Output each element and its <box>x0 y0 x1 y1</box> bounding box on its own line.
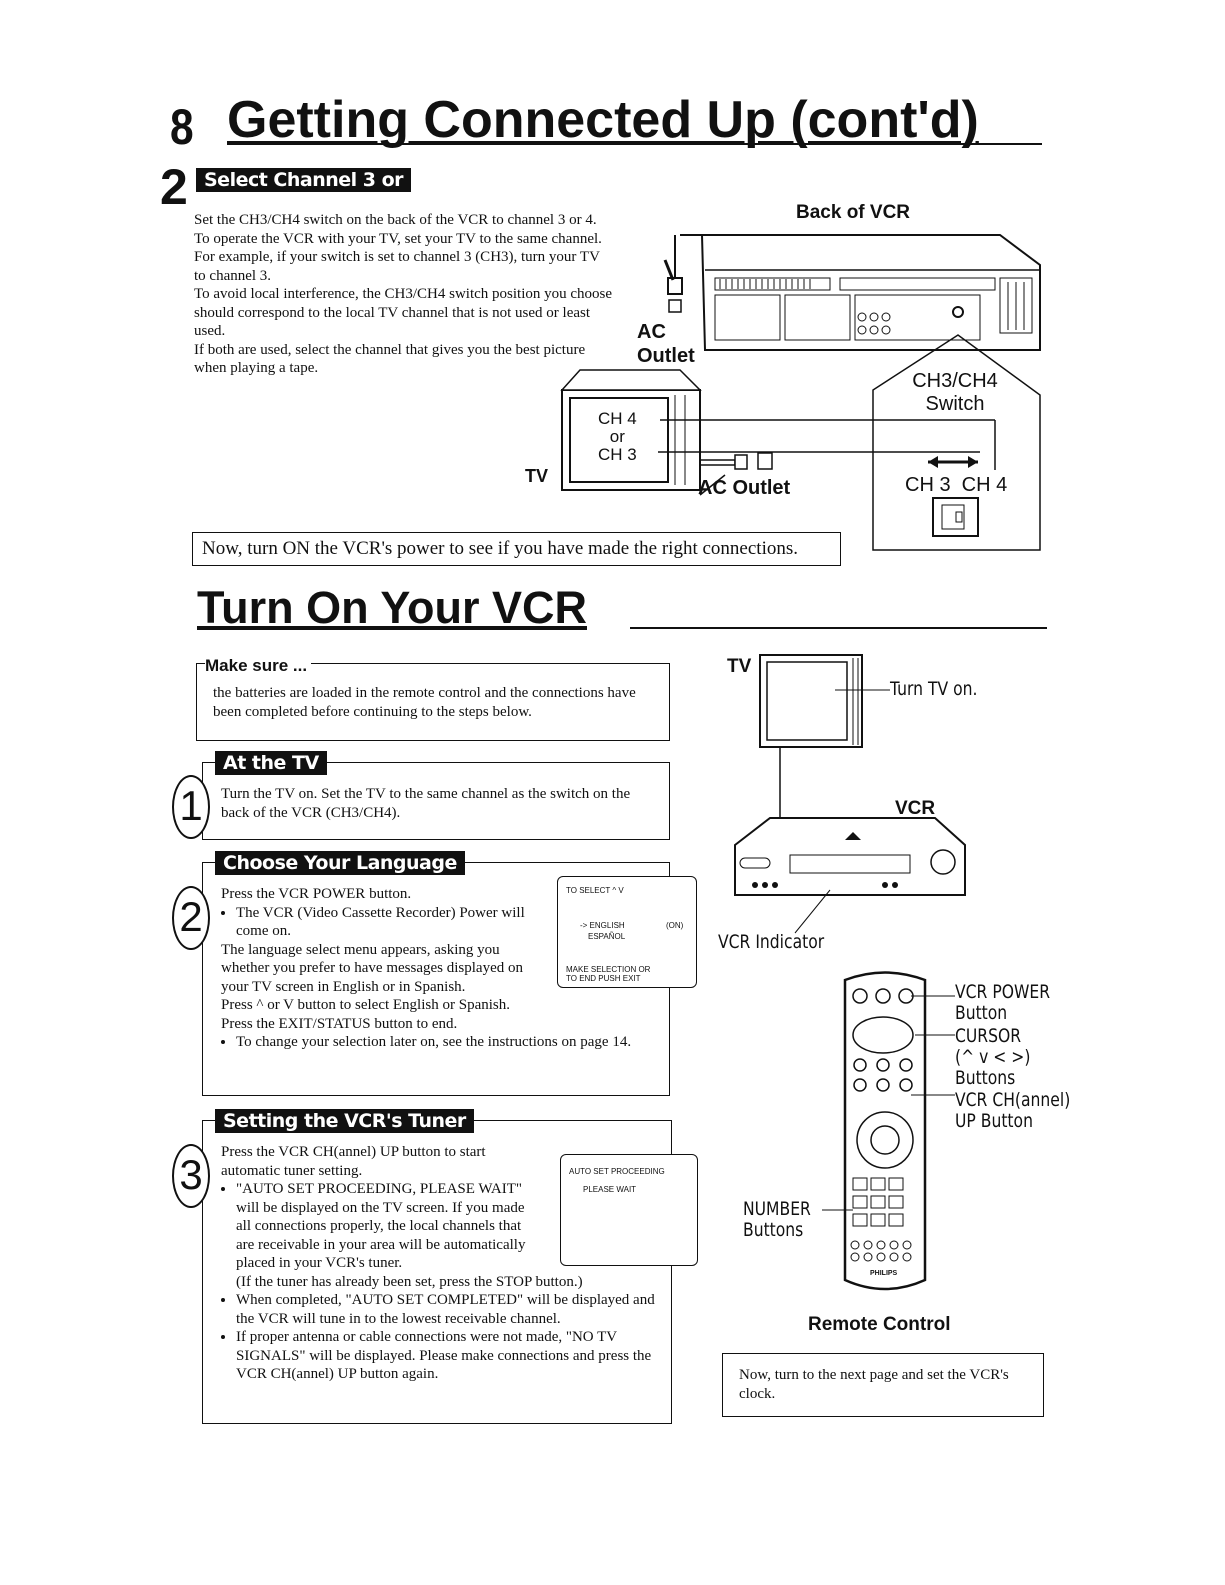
vcr-indicator-label: VCR Indicator <box>718 931 825 953</box>
language-line1: Press the VCR POWER button. <box>221 886 412 902</box>
language-bullet1: The VCR (Video Cassette Recorder) Power … <box>236 904 536 941</box>
vcr-power-line2: Button <box>955 1002 1008 1024</box>
remote-caption: Remote Control <box>808 1314 951 1335</box>
language-text: Press the VCR POWER button. The VCR (Vid… <box>221 885 661 1052</box>
step2-circle: 2 <box>172 886 210 950</box>
connection-diagram <box>560 234 1041 551</box>
switch-label: CH3/CH4 Switch <box>905 370 1005 416</box>
ch3-ch4-label: CH 3 CH 4 <box>905 474 1008 496</box>
or-label: or <box>609 427 625 446</box>
cursor-line3: Buttons <box>955 1067 1016 1089</box>
tuner-bullet1: "AUTO SET PROCEEDING, PLEASE WAIT" will … <box>236 1180 536 1273</box>
back-of-vcr-label: Back of VCR <box>796 202 911 223</box>
remote-illustration <box>843 971 927 1291</box>
page-title: Getting Connected Up (cont'd) <box>227 91 979 149</box>
step3-circle: 3 <box>172 1144 210 1208</box>
ch4-label: CH 4 <box>598 409 637 428</box>
step2-number: 2 <box>160 159 188 215</box>
tuner-line1: Press the VCR CH(annel) UP button to sta… <box>221 1144 486 1179</box>
number-line2: Buttons <box>743 1219 804 1241</box>
tuner-bullet3: If proper antenna or cable connections w… <box>236 1328 661 1384</box>
ac-outlet-bottom-label: AC Outlet <box>698 477 791 499</box>
tv-small-label: TV <box>727 656 752 677</box>
screen-auto-set: AUTO SET PROCEEDING <box>569 1167 665 1176</box>
vcr-power-line1: VCR POWER <box>955 981 1051 1003</box>
make-sure-text: the batteries are loaded in the remote c… <box>213 685 636 720</box>
cursor-line2: (^ v < >) <box>955 1046 1031 1068</box>
language-screen: TO SELECT ^ V -> ENGLISH (ON) ESPAÑOL MA… <box>557 876 697 988</box>
next-page-note: Now, turn to the next page and set the V… <box>722 1353 1044 1417</box>
screen-make-selection: MAKE SELECTION OR <box>566 965 651 974</box>
tv-label: TV <box>525 466 549 486</box>
number-line1: NUMBER <box>743 1198 811 1220</box>
screen-please-wait: PLEASE WAIT <box>583 1185 637 1194</box>
ch-up-line2: UP Button <box>955 1110 1033 1132</box>
at-tv-header: At the TV <box>215 751 327 775</box>
cursor-line1: CURSOR <box>955 1025 1022 1047</box>
screen-push-exit: TO END PUSH EXIT <box>566 974 641 983</box>
step2-paragraph: If both are used, select the channel tha… <box>194 341 586 377</box>
switch-title: CH3/CH4 <box>912 370 998 392</box>
ch-up-label: VCR CH(annel) UP Button <box>955 1090 1070 1132</box>
language-line2: The language select menu appears, asking… <box>221 941 523 995</box>
section-rule <box>630 627 1047 629</box>
make-sure-box: Make sure ... the batteries are loaded i… <box>196 656 670 741</box>
tuner-text: Press the VCR CH(annel) UP button to sta… <box>221 1143 661 1384</box>
outlet-label: Outlet <box>637 345 695 367</box>
title-rule <box>227 143 1042 145</box>
screen-espanol: ESPAÑOL <box>588 932 626 941</box>
language-header: Choose Your Language <box>215 851 465 875</box>
cursor-label: CURSOR (^ v < >) Buttons <box>955 1026 1030 1089</box>
make-sure-title: Make sure ... <box>205 656 312 676</box>
brand-logo: PHILIPS <box>870 1270 898 1277</box>
ch3-label: CH 3 <box>598 445 637 464</box>
step1-circle: 1 <box>172 775 210 839</box>
page-number: 8 <box>170 99 194 155</box>
at-tv-box: At the TV Turn the TV on. Set the TV to … <box>202 751 670 840</box>
tuner-box: Setting the VCR's Tuner Press the VCR CH… <box>202 1109 672 1424</box>
tuner-header: Setting the VCR's Tuner <box>215 1109 474 1133</box>
screen-select-text: TO SELECT ^ V <box>566 886 624 895</box>
turn-tv-on-label: Turn TV on. <box>890 678 978 700</box>
section-title: Turn On Your VCR <box>197 582 587 633</box>
vcr-front-illustration <box>734 817 966 896</box>
tuner-screen: AUTO SET PROCEEDING PLEASE WAIT <box>560 1154 698 1266</box>
tv-small-illustration <box>759 654 890 748</box>
vcr-label: VCR <box>895 798 936 819</box>
ac-label: AC <box>637 321 666 343</box>
vcr-back-illustration <box>700 234 1041 351</box>
switch-subtitle: Switch <box>925 393 985 415</box>
operation-diagram <box>734 654 966 1291</box>
tuner-note: (If the tuner has already been set, pres… <box>236 1273 583 1290</box>
at-tv-text: Turn the TV on. Set the TV to the same c… <box>221 786 631 821</box>
step2-text: Set the CH3/CH4 switch on the back of th… <box>194 211 614 378</box>
screen-on: (ON) <box>666 921 684 930</box>
language-bullet2: To change your selection later on, see t… <box>236 1033 636 1052</box>
language-line4: Press the EXIT/STATUS button to end. <box>221 1015 458 1032</box>
tv-channel-labels: CH 4 or CH 3 <box>598 410 637 464</box>
tv-illustration <box>560 369 702 491</box>
screen-english: -> ENGLISH <box>580 921 625 930</box>
step2-paragraph: To avoid local interference, the CH3/CH4… <box>194 286 613 339</box>
number-buttons-label: NUMBER Buttons <box>743 1199 811 1241</box>
tuner-bullet2: When completed, "AUTO SET COMPLETED" wil… <box>236 1291 661 1328</box>
vcr-power-label: VCR POWER Button <box>955 982 1050 1024</box>
power-notice: Now, turn ON the VCR's power to see if y… <box>192 532 841 566</box>
ch-up-line1: VCR CH(annel) <box>955 1089 1071 1111</box>
language-box: Choose Your Language Press the VCR POWER… <box>202 851 670 1096</box>
step2-paragraph: Set the CH3/CH4 switch on the back of th… <box>194 212 602 284</box>
ac-outlet-top-label: AC Outlet <box>637 320 695 368</box>
language-line3: Press ^ or V button to select English or… <box>221 997 510 1013</box>
step2-header: Select Channel 3 or <box>196 168 412 192</box>
